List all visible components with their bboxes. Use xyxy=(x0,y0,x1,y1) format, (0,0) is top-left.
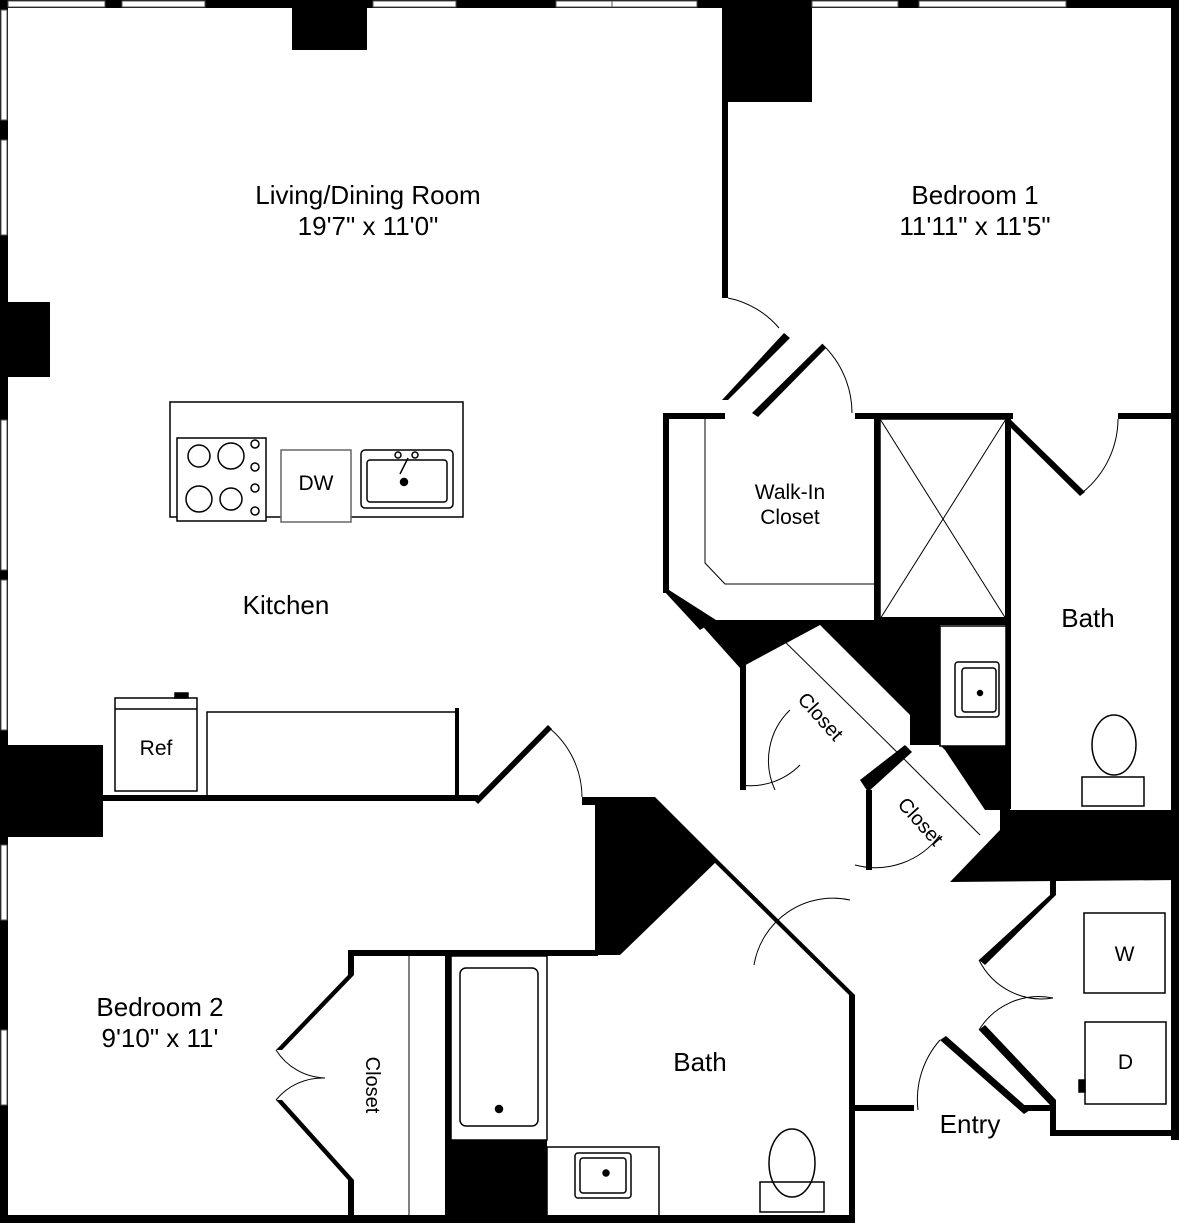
refrigerator-label: Ref xyxy=(139,737,173,760)
bedroom2-dims: 9'10" x 11' xyxy=(101,1023,219,1054)
dryer-label: D xyxy=(1117,1051,1134,1074)
washer-label: W xyxy=(1114,943,1135,966)
bedroom1-dims: 11'11" x 11'5" xyxy=(899,211,1051,242)
bath2-label: Bath xyxy=(673,1047,727,1077)
door-swings xyxy=(275,297,1119,1111)
closet-c-label: Closet xyxy=(361,1056,383,1114)
walkin-closet-line2: Closet xyxy=(760,506,820,530)
bedroom1-label: Bedroom 1 11'11" x 11'5" xyxy=(855,180,1095,242)
kitchen-label: Kitchen xyxy=(242,590,330,620)
walkin-closet-label: Walk-In Closet xyxy=(730,480,850,530)
walkin-closet-line1: Walk-In xyxy=(754,481,826,504)
windows xyxy=(0,0,1067,1106)
fixtures xyxy=(114,401,1167,1218)
dishwasher-label: DW xyxy=(298,472,334,495)
bedroom2-label: Bedroom 2 9'10" x 11' xyxy=(60,992,260,1054)
entry-label: Entry xyxy=(939,1109,1001,1139)
bath1-label: Bath xyxy=(1061,603,1115,633)
bedroom2-name: Bedroom 2 xyxy=(96,992,224,1022)
living-room-name: Living/Dining Room xyxy=(255,180,481,210)
bedroom1-name: Bedroom 1 xyxy=(911,180,1039,210)
living-room-dims: 19'7" x 11'0" xyxy=(297,211,439,242)
living-room-label: Living/Dining Room 19'7" x 11'0" xyxy=(218,180,518,242)
